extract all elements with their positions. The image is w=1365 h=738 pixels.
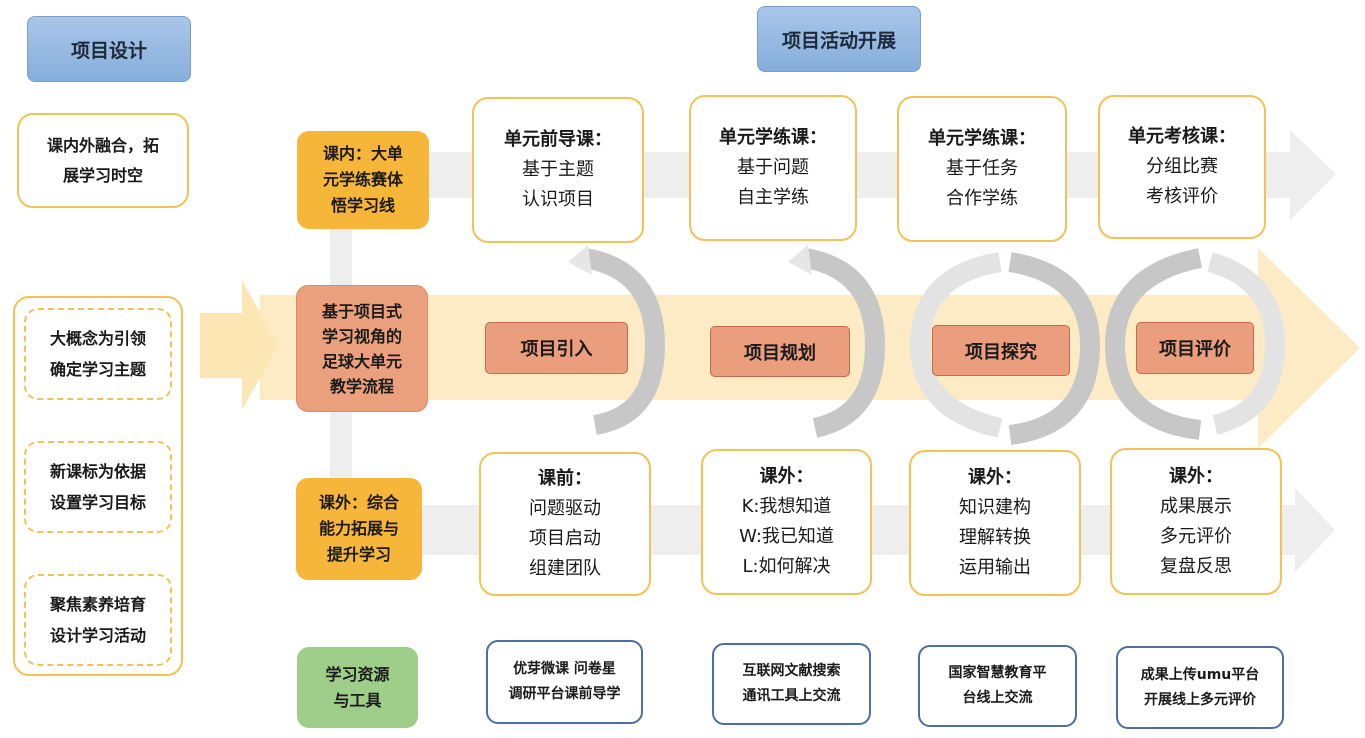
label-line: 悟学习线 (330, 196, 395, 215)
label-line: 课外：综合 (318, 493, 399, 512)
resource-line: 开展线上多元评价 (1144, 691, 1256, 708)
design-item-line: 设计学习活动 (49, 626, 146, 645)
card-line: 基于问题 (737, 157, 809, 178)
resource-line: 国家智慧教育平 (948, 665, 1047, 681)
design-item-line: 设置学习目标 (49, 493, 146, 512)
resources-label: 学习资源 与工具 (297, 647, 418, 728)
label-line: 能力拓展与 (318, 519, 399, 538)
label-line: 教学流程 (329, 376, 394, 396)
design-item-line: 确定学习主题 (49, 360, 146, 379)
label-line: 足球大单元 (321, 351, 402, 371)
resource-card: 互联网文献搜索 通讯工具上交流 (712, 643, 871, 725)
card-line: 自主学练 (737, 187, 809, 208)
card-line: W:我已知道 (739, 526, 834, 547)
design-item: 聚焦素养培育 设计学习活动 (24, 574, 172, 666)
inclass-card: 单元学练课： 基于问题 自主学练 (689, 95, 857, 241)
card-title: 单元学练课： (928, 128, 1036, 149)
outclass-card: 课外： K:我想知道 W:我已知道 L:如何解决 (701, 449, 872, 595)
design-item-line: 大概念为引领 (49, 329, 146, 348)
activity-header: 项目活动开展 (757, 6, 921, 72)
card-line: K:我想知道 (741, 496, 832, 517)
design-item: 大概念为引领 确定学习主题 (24, 308, 172, 400)
card-title: 单元学练课： (719, 127, 827, 148)
label-line: 基于项目式 (321, 301, 402, 321)
design-item: 新课标为依据 设置学习目标 (24, 441, 172, 533)
card-line: 基于任务 (946, 158, 1018, 179)
resource-card: 成果上传umu平台 开展线上多元评价 (1116, 646, 1284, 729)
design-item-line: 聚焦素养培育 (49, 595, 146, 614)
label-line: 元学练赛体 (322, 170, 403, 189)
card-line: 复盘反思 (1160, 555, 1232, 577)
cycle-arrow-2 (788, 245, 886, 438)
design-note-line: 展学习时空 (62, 165, 143, 185)
flow-label: 基于项目式 学习视角的 足球大单元 教学流程 (296, 285, 428, 412)
resource-card: 国家智慧教育平 台线上交流 (918, 645, 1077, 727)
inclass-card: 单元前导课： 基于主题 认识项目 (472, 97, 644, 243)
stage-box: 项目评价 (1136, 322, 1254, 374)
card-line: 问题驱动 (529, 498, 601, 519)
design-header: 项目设计 (27, 16, 191, 82)
design-note-line: 课内外融合，拓 (46, 135, 159, 155)
label-line: 学习资源 (325, 664, 390, 684)
card-line: 运用输出 (959, 557, 1031, 578)
resource-line: 通讯工具上交流 (742, 688, 841, 704)
card-line: 项目启动 (529, 528, 601, 549)
inclass-label: 课内：大单 元学练赛体 悟学习线 (297, 131, 429, 229)
left-chevron-arrow (200, 280, 278, 410)
stage-box: 项目探究 (932, 325, 1070, 376)
resource-card: 优芽微课 问卷星 调研平台课前导学 (486, 640, 643, 724)
card-line: 理解转换 (959, 527, 1031, 548)
cycle-arrow-4 (1104, 248, 1286, 440)
resource-line: 互联网文献搜索 (742, 663, 841, 679)
card-line: L:如何解决 (742, 556, 831, 577)
outclass-card: 课前： 问题驱动 项目启动 组建团队 (479, 452, 651, 596)
label-line: 课内：大单 (322, 144, 403, 163)
label-line: 学习视角的 (321, 326, 402, 346)
resource-line: 优芽微课 问卷星 (513, 661, 616, 677)
outclass-card: 课外： 知识建构 理解转换 运用输出 (909, 450, 1081, 596)
card-line: 成果展示 (1160, 495, 1232, 517)
stage-box: 项目引入 (485, 322, 628, 374)
label-line: 提升学习 (326, 545, 391, 564)
card-title: 单元考核课： (1128, 126, 1236, 147)
design-note: 课内外融合，拓 展学习时空 (17, 113, 189, 208)
resource-line: 台线上交流 (962, 690, 1033, 706)
card-line: 基于主题 (522, 159, 594, 180)
card-line: 分组比赛 (1146, 156, 1218, 177)
outclass-card: 课外： 成果展示 多元评价 复盘反思 (1110, 448, 1282, 595)
card-title: 课外： (1169, 465, 1223, 487)
card-title: 单元前导课： (504, 129, 612, 150)
cycle-arrow-1 (568, 245, 666, 435)
outclass-label: 课外：综合 能力拓展与 提升学习 (296, 478, 422, 580)
inclass-card: 单元考核课： 分组比赛 考核评价 (1098, 95, 1266, 239)
label-line: 与工具 (333, 690, 382, 710)
card-line: 认识项目 (522, 189, 594, 210)
resource-line: 调研平台课前导学 (508, 686, 621, 702)
card-line: 考核评价 (1146, 186, 1218, 207)
card-line: 多元评价 (1160, 525, 1232, 547)
card-title: 课前： (538, 468, 592, 489)
card-line: 合作学练 (946, 188, 1018, 209)
cycle-arrow-3 (909, 252, 1101, 445)
card-title: 课外： (968, 467, 1022, 488)
stage-box: 项目规划 (710, 326, 850, 377)
design-item-line: 新课标为依据 (49, 462, 146, 481)
card-line: 组建团队 (529, 558, 601, 579)
card-line: 知识建构 (959, 497, 1031, 518)
inclass-card: 单元学练课： 基于任务 合作学练 (897, 96, 1067, 242)
resource-line: 成果上传umu平台 (1140, 666, 1260, 683)
card-title: 课外： (759, 466, 814, 487)
